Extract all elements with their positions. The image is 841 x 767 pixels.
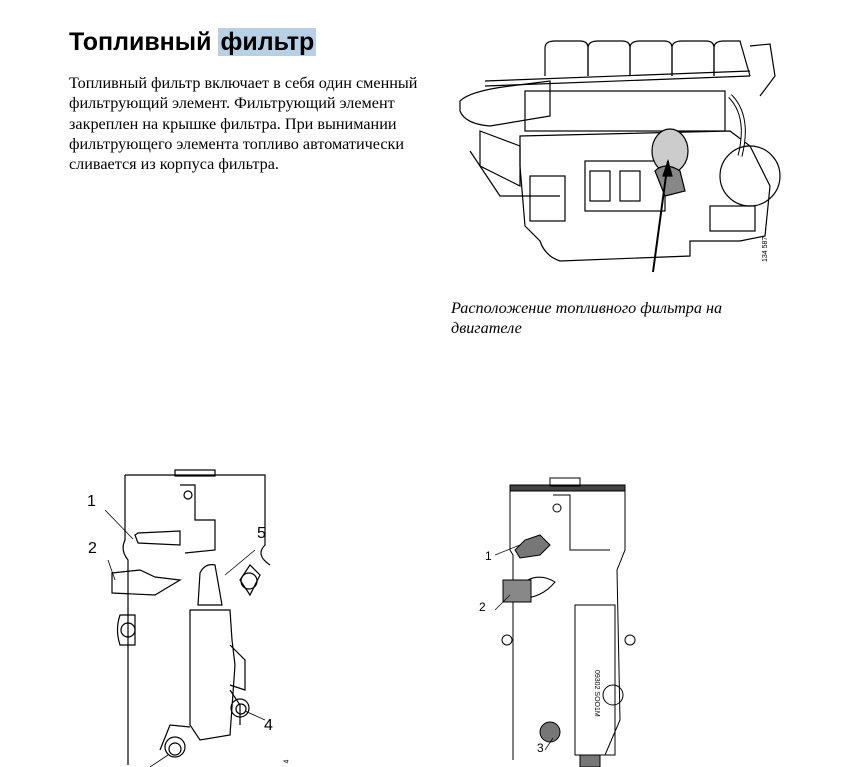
callout-left-5: 5 xyxy=(257,525,266,542)
title-highlighted-word: фильтр xyxy=(218,28,317,56)
callout-right-1: 1 xyxy=(485,549,492,563)
svg-text:09302 SOO1M: 09302 SOO1M xyxy=(593,670,600,717)
figure1-ref-number: 134 587 xyxy=(762,236,769,262)
callout-left-2: 2 xyxy=(88,540,97,557)
callout-right-2: 2 xyxy=(479,600,486,614)
body-paragraph: Топливный фильтр включает в себя один см… xyxy=(69,74,418,174)
title-prefix: Топливный xyxy=(69,28,219,56)
figure1-caption: Расположение топливного фильтра на двига… xyxy=(451,299,723,337)
figure2-ref-number: 4 xyxy=(283,759,291,764)
callout-right-3: 3 xyxy=(537,741,544,755)
callout-left-4: 4 xyxy=(264,717,273,734)
fuel-filter-illustration-left xyxy=(104,469,271,767)
callout-left-1: 1 xyxy=(87,493,96,510)
page-title: Топливный фильтр xyxy=(69,28,317,57)
fuel-filter-illustration-right: 09302 SOO1M xyxy=(495,477,636,767)
engine-illustration xyxy=(459,40,781,273)
valve-covers xyxy=(544,40,776,97)
